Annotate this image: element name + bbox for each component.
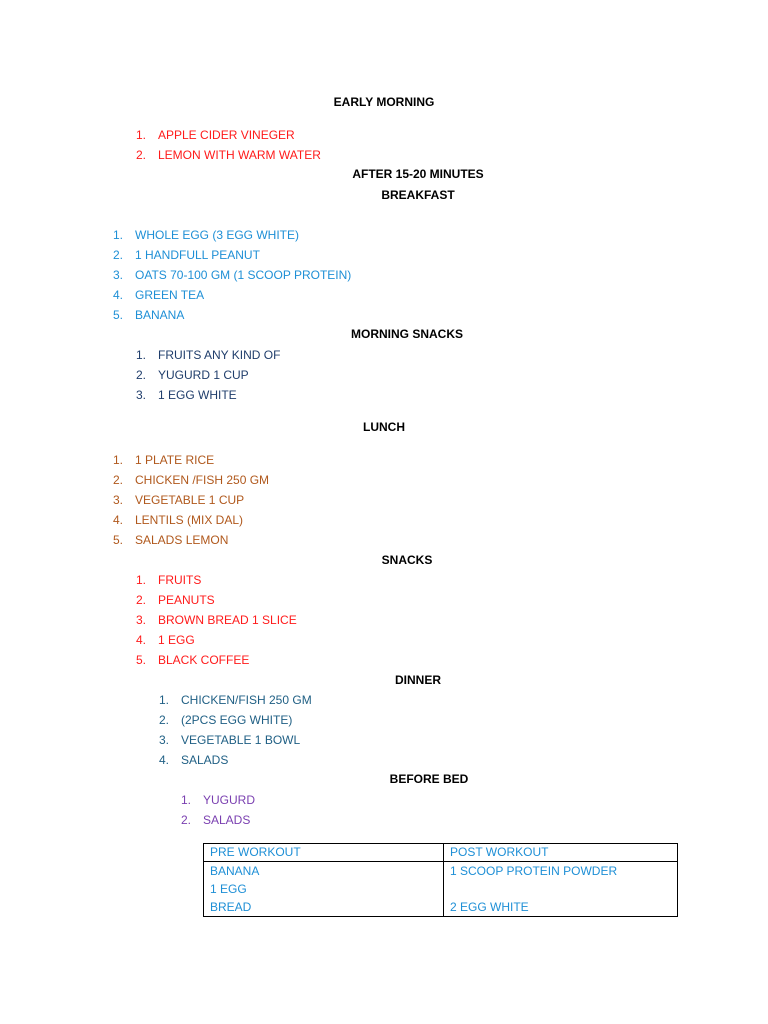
workout-table: PRE WORKOUT POST WORKOUT BANANA 1 EGG BR… xyxy=(203,843,678,917)
heading-morning-snacks: MORNING SNACKS xyxy=(350,327,464,341)
table-cell-line: 1 EGG xyxy=(210,882,247,896)
heading-snacks: SNACKS xyxy=(381,553,433,567)
table-cell-line: 2 EGG WHITE xyxy=(450,900,529,914)
table-row: BANANA 1 EGG BREAD 1 SCOOP PROTEIN POWDE… xyxy=(203,861,678,917)
heading-after-minutes: AFTER 15-20 MINUTES xyxy=(352,167,484,181)
heading-early-morning: EARLY MORNING xyxy=(333,95,435,109)
heading-lunch: LUNCH xyxy=(363,420,405,434)
post-workout-header: POST WORKOUT xyxy=(443,843,678,862)
post-workout-cell: 1 SCOOP PROTEIN POWDER 2 EGG WHITE xyxy=(443,861,678,917)
heading-before-bed: BEFORE BED xyxy=(389,772,469,786)
pre-workout-header: PRE WORKOUT xyxy=(203,843,444,862)
heading-breakfast: BREAKFAST xyxy=(381,188,455,202)
table-cell-line: BREAD xyxy=(210,900,252,914)
table-cell-line xyxy=(450,880,671,898)
heading-dinner: DINNER xyxy=(394,673,442,687)
pre-workout-cell: BANANA 1 EGG BREAD xyxy=(203,861,444,917)
table-header-row: PRE WORKOUT POST WORKOUT xyxy=(203,843,678,862)
table-cell-line: BANANA xyxy=(210,864,260,878)
table-cell-line: 1 SCOOP PROTEIN POWDER xyxy=(450,864,618,878)
